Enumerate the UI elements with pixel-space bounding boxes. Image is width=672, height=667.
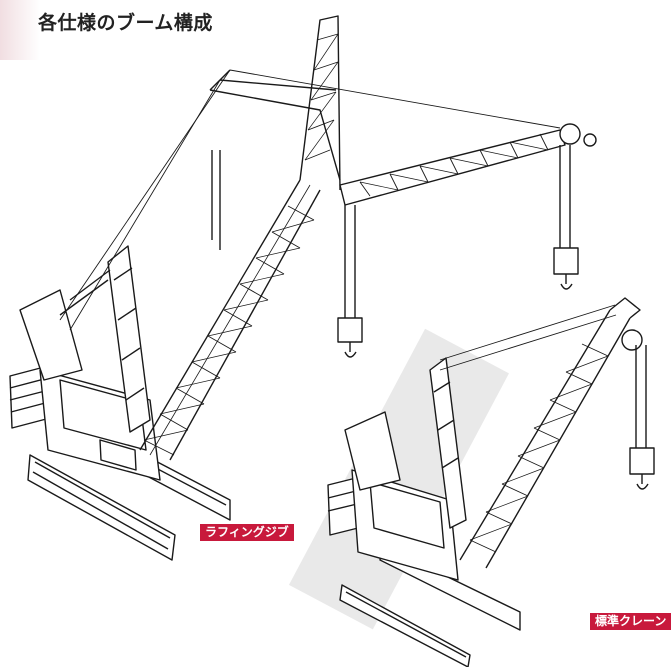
luffing-hook-block-2 xyxy=(553,145,579,290)
luffing-jib xyxy=(59,15,597,331)
standard-crane-label: 標準クレーン xyxy=(590,613,672,630)
standard-hook-block xyxy=(629,345,655,490)
luffing-jib-label: ラフィングジブ xyxy=(200,524,294,541)
luffing-main-boom xyxy=(139,179,321,461)
luffing-jib-crane xyxy=(9,15,597,561)
standard-crane xyxy=(327,297,655,667)
standard-a-frame xyxy=(429,357,467,529)
standard-main-boom xyxy=(439,297,643,569)
luffing-hook-block-1 xyxy=(337,205,363,358)
corner-smudge xyxy=(0,0,40,60)
page-title: 各仕様のブーム構成 xyxy=(38,12,213,34)
standard-machinery-house xyxy=(344,411,459,581)
